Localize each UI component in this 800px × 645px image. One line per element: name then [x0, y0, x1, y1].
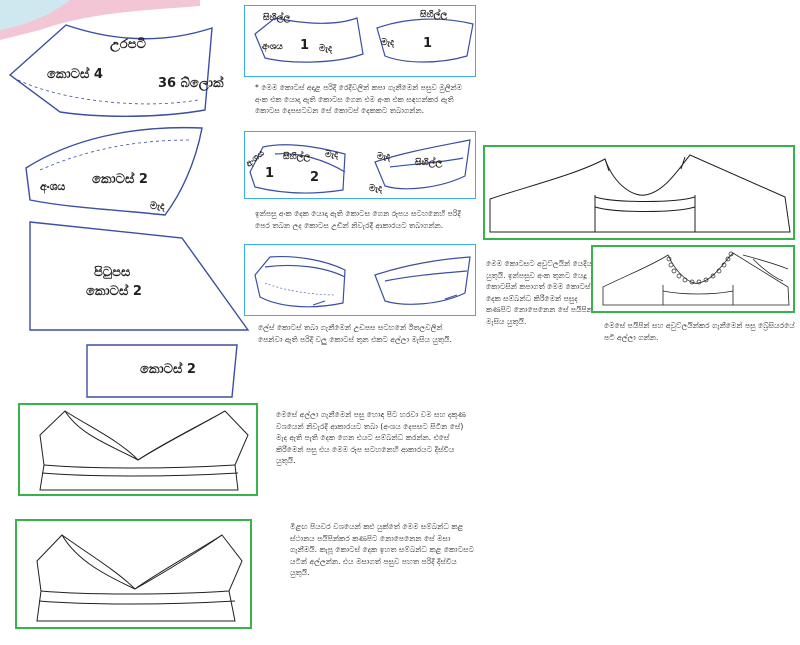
cup-piece-seam [39, 139, 191, 171]
step1-number-a: 1 [300, 38, 310, 53]
step5-note: මීළඟ පියවර වශයෙන් කළු යුක්තේ මෙම සම්බන්ධ… [290, 522, 475, 578]
step2-centre-right2-label: මැද [369, 184, 382, 194]
pattern-pieces [8, 24, 250, 398]
step1-centre-b-label: මැද [381, 38, 394, 48]
step7-diagram [602, 251, 790, 306]
step2-centre-top-label: මැද [325, 150, 338, 160]
step2-number-2: 2 [310, 170, 320, 185]
step1-centre-a-label: මැද [319, 44, 332, 54]
step6-diagram [489, 154, 791, 233]
step1-diagram [254, 17, 474, 63]
front-top-piece-outline [8, 24, 213, 117]
strip-piece-outline [86, 344, 238, 398]
strip-piece-label: කොටස් 2 [140, 362, 196, 377]
step1-top-left-label: සිහිල්ල [263, 13, 291, 23]
step2-diagram [249, 139, 471, 194]
step1-note: * මෙම කොටස් අදාළ පරිදි රෙදිවලින් කපා ගැන… [255, 83, 463, 116]
step5-box [15, 519, 252, 629]
step1-top-right-label: සිහිල්ල [420, 10, 448, 20]
step2-note: ඉන්පසු අංක දෙක යොදා ඇති කොටස ගෙන රූපය සට… [255, 209, 461, 230]
cup-piece-outline [25, 126, 203, 216]
step1-box: සිහිල්ල අංශය 1 මැද සිහිල්ල මැද 1 [244, 5, 476, 77]
step6-note: මෙම කොටසට අවුට්ලයින් යෙදිය යුතුයි. ඉන්පස… [486, 259, 593, 326]
corner-decoration [0, 0, 200, 40]
step7-box [591, 245, 795, 313]
step6-box [483, 145, 795, 240]
step2-top-label: සිහිල්ල [283, 152, 311, 162]
step2-top-right-label: සිහිල්ල [415, 158, 443, 168]
step3-note: ලේස් කොටස් තබා ගැනීමෙන් උඩපස සටහනේ ඊතලවල… [258, 323, 452, 344]
step3-box [244, 244, 476, 316]
cup-centre-label: මැද [150, 201, 165, 212]
step4-diagram [39, 410, 249, 491]
cup-piece-label: කොටස් 2 [92, 172, 148, 187]
back-title: පිටුපස [94, 265, 131, 280]
step3-diagram [254, 255, 471, 308]
step2-number-1: 1 [265, 166, 275, 181]
step5-diagram [36, 534, 243, 622]
step1-number-b: 1 [423, 36, 433, 51]
front-top-size-label: 36 බ්ලොක් [158, 76, 224, 91]
step1-side-label: අංශය [262, 42, 283, 52]
step2-box: අංශය සිහිල්ල මැද 1 2 මැද සිහිල්ල මැද [244, 131, 476, 199]
front-top-title: උරපටි [110, 37, 146, 52]
front-top-piece-seam [17, 79, 199, 105]
step4-note: මෙසේ අල්ලා ගැනීමෙන් පසු හොඳ පිට හරවා වම … [276, 410, 466, 466]
step7-note: මෙසේ පයිපින් සහ අවුට්ලයින්කර ගැනීමෙන් පස… [604, 321, 795, 342]
step2-centre-right-label: මැද [377, 152, 390, 162]
step4-box [18, 403, 258, 496]
back-piece-label: කොටස් 2 [86, 284, 142, 299]
front-top-piece-label: කොටස් 4 [47, 67, 103, 82]
cup-side-label: අංශය [40, 180, 66, 193]
back-piece-outline [29, 221, 250, 331]
